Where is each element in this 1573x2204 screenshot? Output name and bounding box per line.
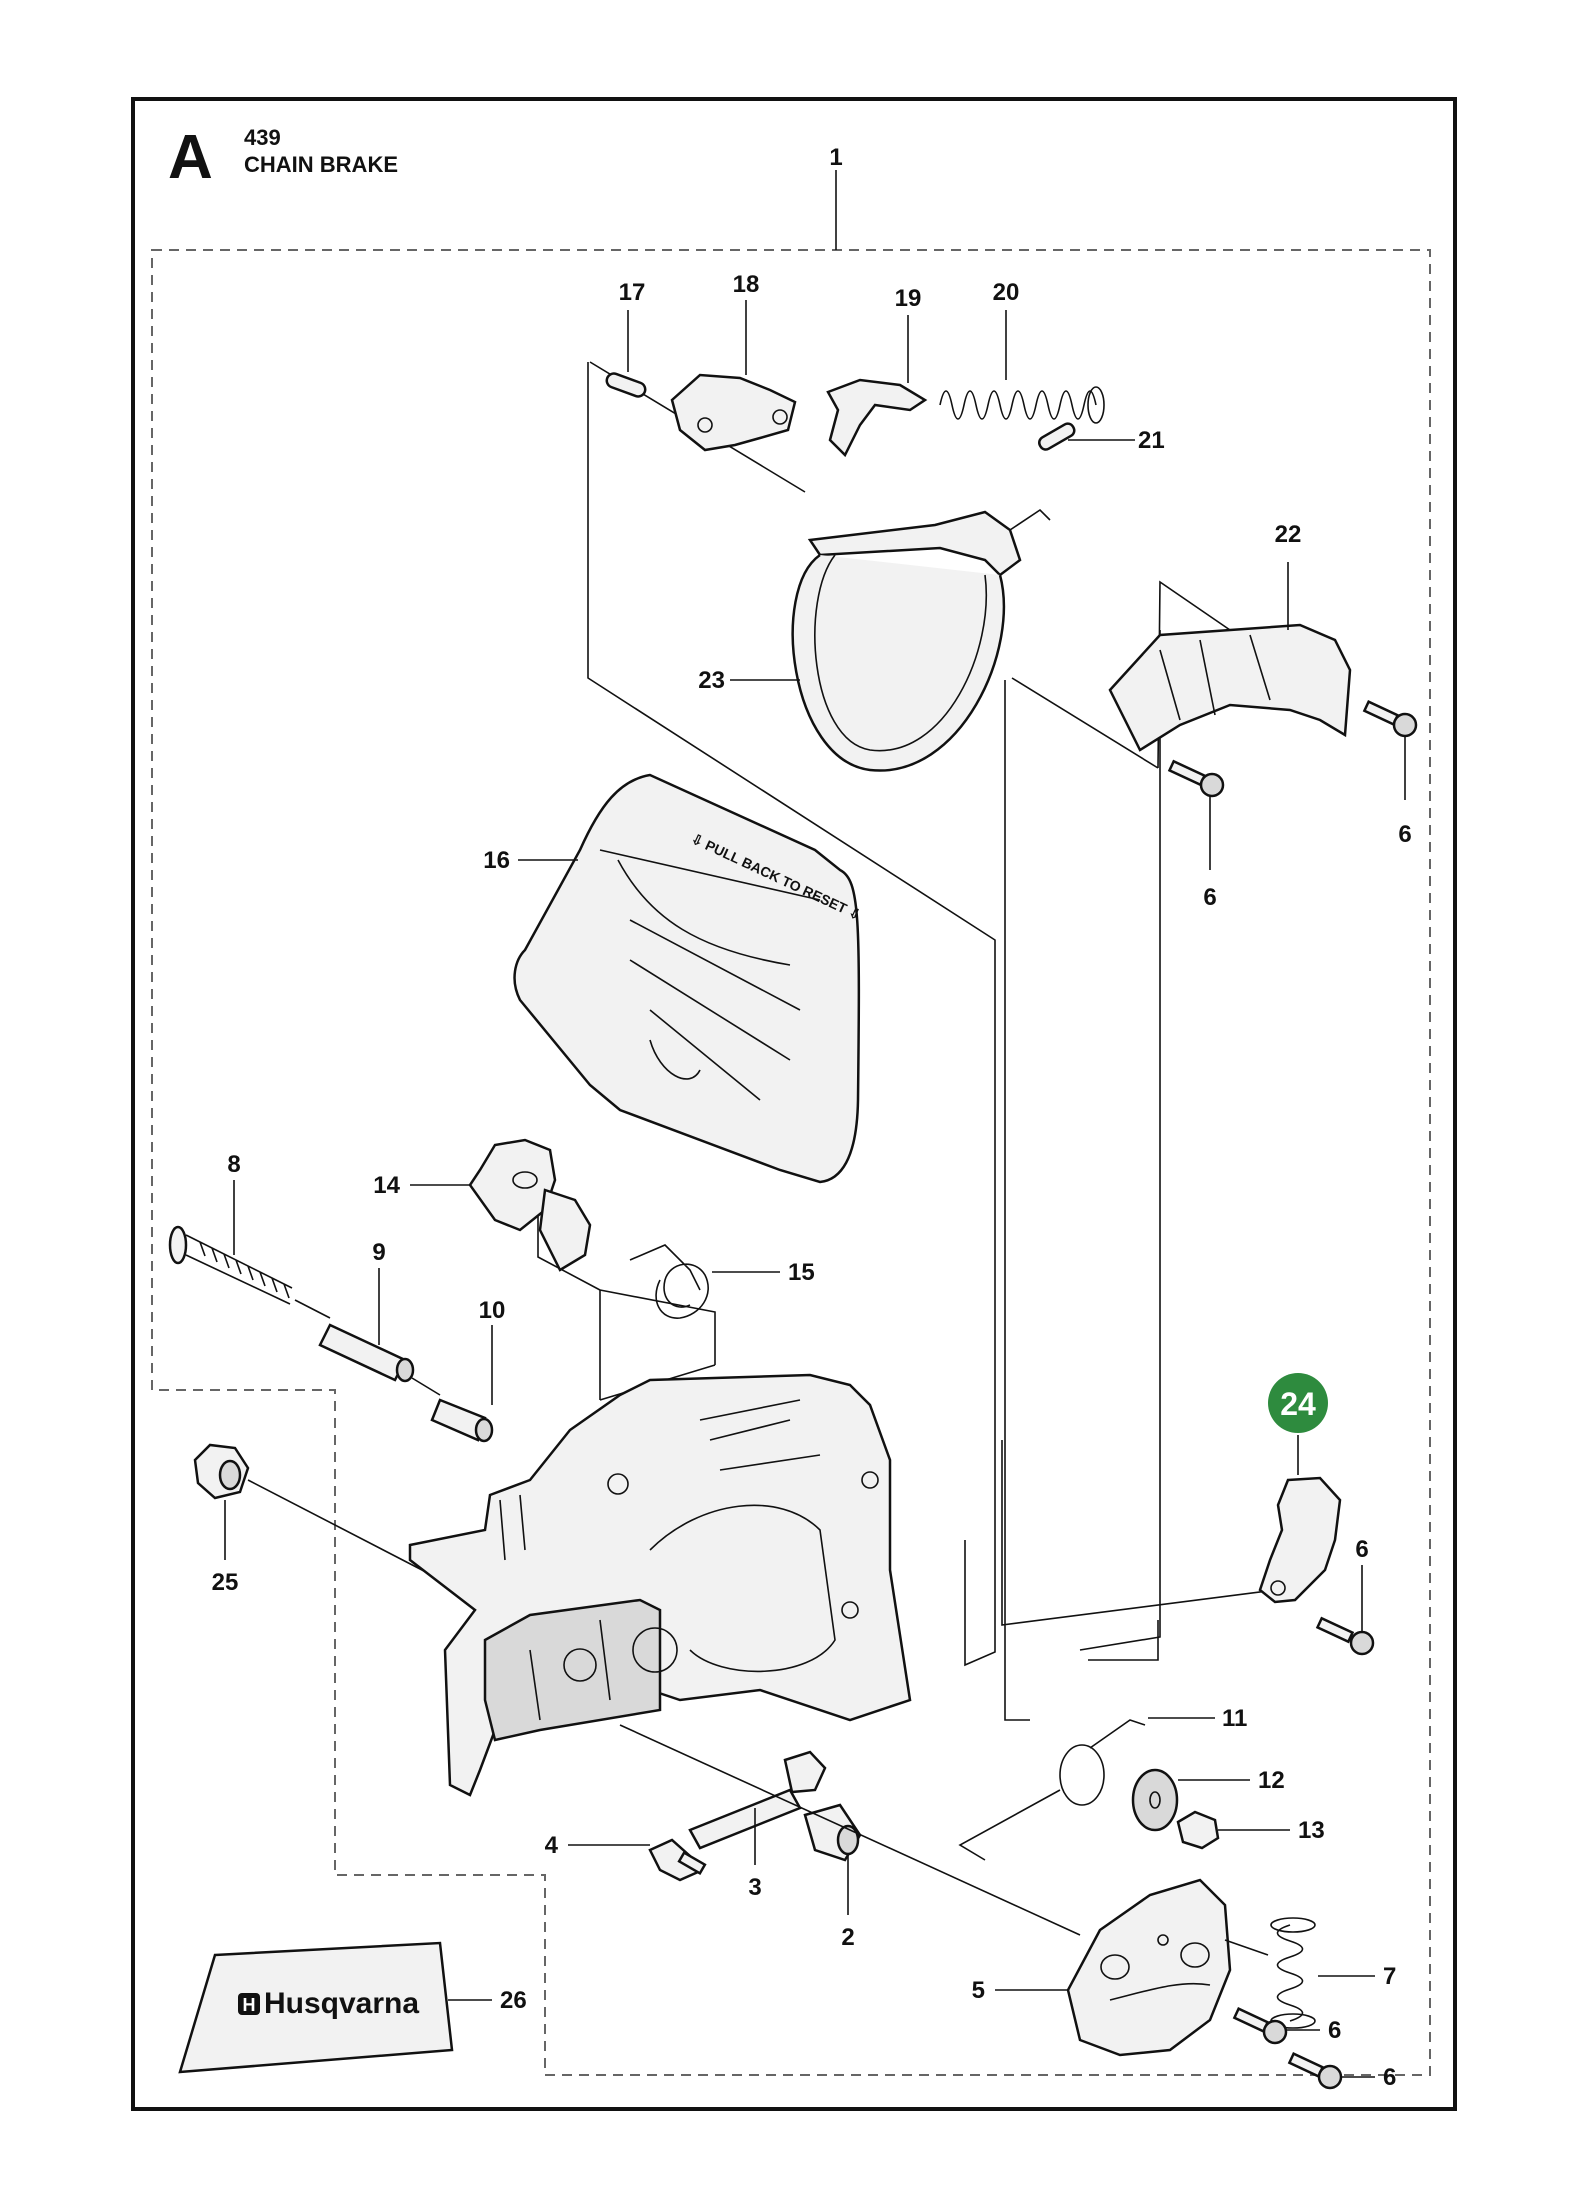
callout-8: 8: [227, 1151, 240, 1178]
callout-16: 16: [483, 847, 510, 874]
callout-12: 12: [1258, 1767, 1285, 1794]
diagram-frame: [131, 97, 1457, 2111]
part-10-bushing: [430, 1398, 494, 1443]
part-26-decal: H Husqvarna: [178, 1941, 454, 2074]
part-7-spring: [1270, 1917, 1316, 2029]
part-2-bushing: [803, 1803, 862, 1862]
callout-6-d: 6: [1328, 2017, 1341, 2044]
part-12-washer: [1131, 1768, 1179, 1832]
highlight-badge: [1268, 1373, 1328, 1433]
part-6-screw-d: [1232, 2007, 1288, 2045]
callout-11: 11: [1222, 1705, 1247, 1732]
part-20-spring: [939, 386, 1105, 424]
part-6-screw-b: [1362, 700, 1418, 738]
callout-21: 21: [1138, 427, 1165, 454]
callout-19: 19: [895, 285, 922, 312]
callout-24: 24: [1280, 1386, 1316, 1422]
assembly-boundary: [151, 249, 1431, 2076]
callout-18: 18: [733, 271, 760, 298]
part-15-spring: [629, 1244, 709, 1319]
callout-7: 7: [1383, 1963, 1396, 1990]
part-25-nut: [193, 1443, 250, 1500]
callout-6-b: 6: [1398, 821, 1411, 848]
part-3-rod: [688, 1750, 827, 1850]
part-21-pin: [1037, 422, 1076, 451]
part-14-arm: [468, 1138, 592, 1272]
callout-5: 5: [972, 1977, 985, 2004]
callout-25: 25: [212, 1569, 239, 1596]
part-23-brake-band: [791, 508, 1051, 772]
part-6-screw-c: [1315, 1616, 1375, 1656]
callout-3: 3: [748, 1874, 761, 1901]
part-24-lever: [1258, 1476, 1342, 1604]
callout-10: 10: [479, 1297, 506, 1324]
callout-22: 22: [1275, 521, 1302, 548]
logo-mark: [238, 1993, 260, 2015]
model-number: 439: [244, 125, 281, 150]
callout-14: 14: [373, 1172, 400, 1199]
part-16-cover: ⇩ PULL BACK TO RESET ⇩: [513, 773, 864, 1184]
part-8-bolt: [168, 1225, 293, 1305]
callout-1: 1: [829, 144, 842, 171]
logo-mark-letter: H: [243, 1995, 256, 2015]
callout-9: 9: [372, 1239, 385, 1266]
callout-17: 17: [619, 279, 646, 306]
part-4-bracket: [648, 1838, 707, 1882]
main-housing: [408, 1373, 912, 1797]
part-22-bracket: [1108, 623, 1352, 752]
callout-6-a: 6: [1203, 884, 1216, 911]
part-17-pin: [605, 372, 647, 398]
diagram-title: CHAIN BRAKE: [244, 152, 398, 177]
part-11-spring: [958, 1719, 1146, 1861]
callout-20: 20: [993, 279, 1020, 306]
part-6-screw-a: [1167, 759, 1225, 798]
part-5-plate: [1066, 1878, 1232, 2057]
brand-logo-text: Husqvarna: [264, 1987, 419, 2020]
callout-6-c: 6: [1355, 1536, 1368, 1563]
callout-13: 13: [1298, 1817, 1325, 1844]
part-19-lever: [826, 378, 928, 458]
callout-15: 15: [788, 1259, 815, 1286]
callout-6-e: 6: [1383, 2064, 1396, 2091]
callout-2: 2: [841, 1924, 854, 1951]
section-letter: A: [168, 123, 213, 192]
part-6-screw-e: [1287, 2052, 1343, 2090]
part-18-latch: [670, 373, 797, 452]
callout-26: 26: [500, 1987, 527, 2014]
callout-4: 4: [545, 1832, 559, 1859]
part-9-sleeve: [318, 1323, 415, 1383]
callout-23: 23: [698, 667, 725, 694]
part-13-nut: [1176, 1810, 1220, 1850]
